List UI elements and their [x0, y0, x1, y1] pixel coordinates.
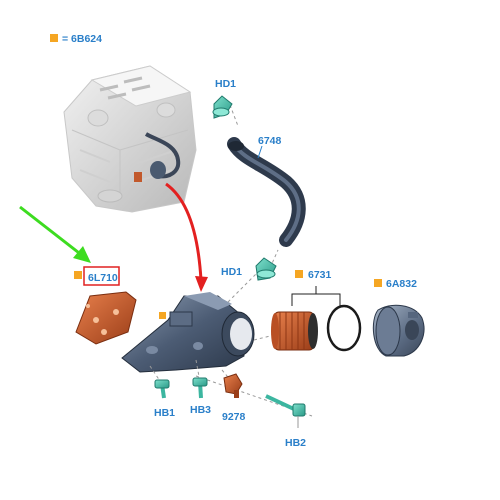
- filter-label: 6731: [308, 269, 332, 281]
- o-ring: [326, 304, 362, 352]
- clip-top-label: HD1: [215, 78, 236, 90]
- hose-label: 6748: [258, 135, 282, 147]
- filter-housing: [121, 292, 255, 373]
- gasket-6l710: [75, 291, 137, 345]
- cap-label: 6A832: [386, 278, 417, 290]
- oil-filter: [271, 311, 318, 351]
- bolt-1-label: HB1: [154, 407, 175, 419]
- housing-marker: [159, 312, 166, 319]
- gasket-label: 6L710: [88, 272, 118, 284]
- legend-text: = 6B624: [62, 33, 102, 45]
- bolt-hb2: [265, 394, 306, 428]
- highlight-box: [83, 266, 120, 286]
- sensor-label: 9278: [222, 411, 246, 423]
- engine-block: [63, 65, 197, 213]
- clip-bottom-label: HD1: [221, 266, 242, 278]
- filter-bracket: [291, 286, 341, 306]
- hose-clip-top: [212, 95, 233, 119]
- sensor-9278: [223, 373, 243, 398]
- legend-marker: [50, 34, 58, 42]
- hose-clip-bottom: [255, 257, 277, 281]
- filter-marker: [295, 270, 303, 278]
- bolt-hb3: [192, 377, 208, 399]
- red-arrow: [165, 182, 208, 292]
- legend: = 6B624: [50, 33, 102, 45]
- cap-marker: [374, 279, 382, 287]
- bolt-3-label: HB3: [190, 404, 211, 416]
- bolt-2-label: HB2: [285, 437, 306, 449]
- green-arrow: [19, 205, 91, 263]
- hose-6748: [227, 137, 306, 247]
- hose-leader: [257, 145, 263, 159]
- filter-cap: [372, 304, 425, 357]
- bolt-hb1: [154, 379, 170, 399]
- gasket-marker: [74, 271, 82, 279]
